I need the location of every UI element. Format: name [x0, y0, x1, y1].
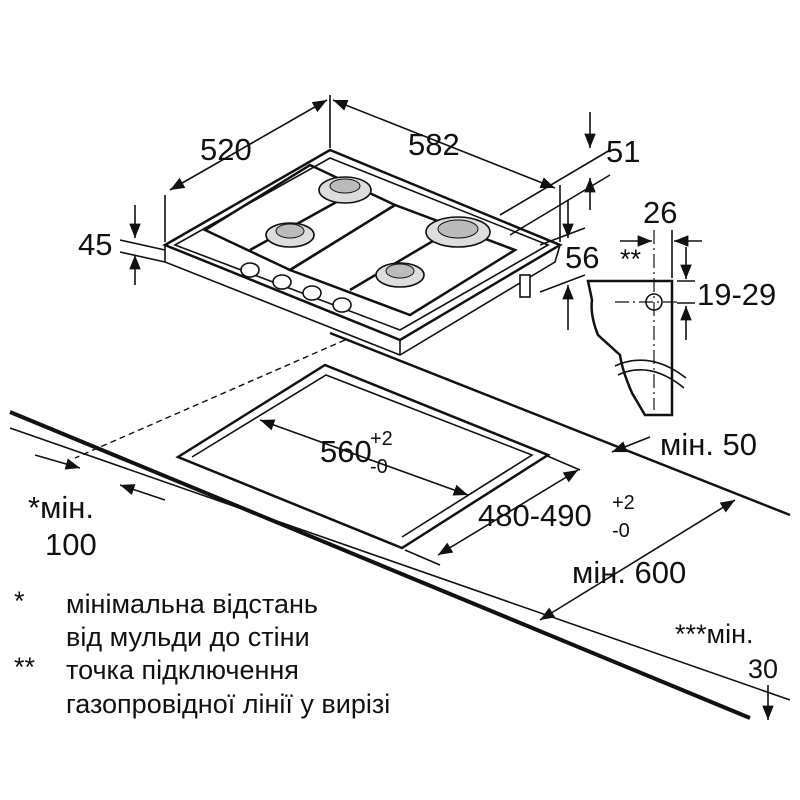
burner [425, 216, 491, 248]
legend-text: мінімальна відстань [66, 589, 318, 619]
gas-connection-detail [586, 230, 702, 417]
legend-text: від мульди до стіни [66, 622, 310, 652]
legend-marker: * [14, 586, 25, 616]
dim-height-under: 56 [565, 240, 599, 275]
min-front-label: ***мін. [675, 619, 754, 649]
dim-gas-offset: 26 [643, 195, 677, 230]
min-back: мін. 50 [660, 427, 757, 462]
legend-text: точка підключення [66, 655, 299, 685]
burner [375, 262, 425, 288]
dimension-lines [34, 95, 774, 720]
legend-text: газопровідної лінії у вирізі [66, 689, 390, 719]
min-counter: мін. 600 [572, 555, 686, 590]
dim-cutout-depth: 480-490 [478, 498, 592, 533]
legend-marker: ** [14, 652, 36, 682]
dim-height-side: 45 [78, 227, 112, 262]
dim-cutout-width: 560 [320, 434, 372, 469]
min-wall-value: 100 [45, 527, 97, 562]
dim-height-front: 51 [606, 134, 640, 169]
legend: * мінімальна відстань від мульди до стін… [14, 586, 390, 719]
burner [318, 176, 372, 204]
dim-gas-height: 19-29 [697, 277, 776, 312]
min-front-value: 30 [748, 654, 778, 684]
min-wall-label: *мін. [28, 490, 94, 525]
countertop [9, 331, 791, 720]
hob [162, 148, 563, 356]
dim-cutout-width-tol-minus: -0 [370, 456, 388, 478]
dim-cutout-depth-tol-plus: +2 [612, 492, 635, 514]
dim-width: 582 [408, 127, 460, 162]
gas-marker: ** [620, 244, 642, 274]
gas-connector [519, 274, 531, 298]
dim-cutout-width-tol-plus: +2 [370, 428, 393, 450]
control-knobs [240, 262, 352, 313]
dim-depth: 520 [200, 132, 252, 167]
dim-cutout-depth-tol-minus: -0 [612, 520, 630, 542]
burner [265, 222, 315, 248]
